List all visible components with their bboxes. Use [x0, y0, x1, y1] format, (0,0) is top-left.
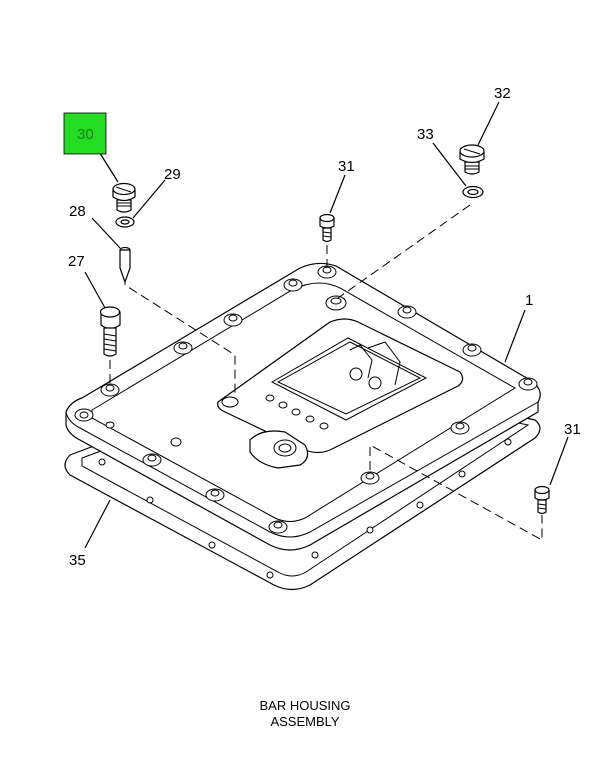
bar-housing-plate-1 — [65, 262, 541, 551]
bolt-27 — [99, 306, 121, 357]
diagram-caption: BAR HOUSING ASSEMBLY — [0, 698, 610, 730]
callout-33[interactable]: 33 — [417, 126, 434, 143]
callout-32[interactable]: 32 — [494, 85, 511, 102]
callout-31-upper[interactable]: 31 — [338, 158, 355, 175]
bolt-31-lower — [534, 485, 550, 515]
highlight-box-30 — [63, 112, 107, 155]
caption-line-2: ASSEMBLY — [270, 714, 340, 729]
leader-lines — [84, 101, 569, 549]
callout-1[interactable]: 1 — [525, 292, 533, 309]
washer-33 — [462, 185, 484, 199]
plug-32 — [459, 144, 485, 175]
callout-35[interactable]: 35 — [69, 552, 86, 569]
callout-28[interactable]: 28 — [69, 203, 86, 220]
bolt-31-upper — [319, 213, 335, 243]
callout-30[interactable]: 30 — [77, 126, 94, 143]
callout-31-lower[interactable]: 31 — [564, 421, 581, 438]
callout-29[interactable]: 29 — [164, 166, 181, 183]
caption-line-1: BAR HOUSING — [259, 698, 351, 713]
plug-30 — [112, 182, 136, 213]
washer-29 — [115, 216, 135, 228]
alignment-lines — [109, 204, 543, 541]
pin-28 — [119, 246, 131, 283]
callout-27[interactable]: 27 — [68, 253, 85, 270]
